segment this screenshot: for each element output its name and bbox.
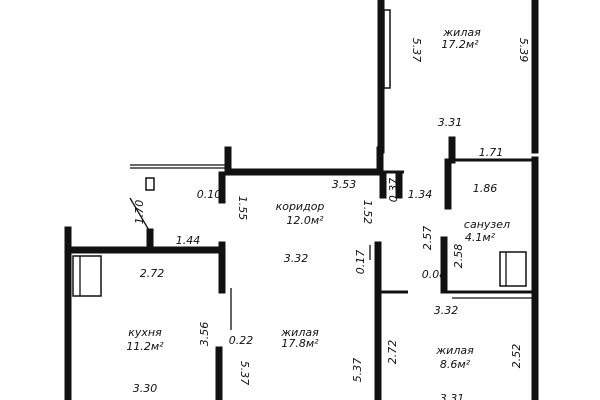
dimension-label: 0.08	[422, 268, 447, 281]
room-area-corridor: 12.0м²	[286, 214, 324, 227]
dimension-label: 2.57	[421, 226, 434, 251]
room-name-bathroom: санузел	[464, 218, 510, 231]
room-area-bathroom: 4.1м²	[465, 231, 496, 244]
dimension-label: 1.55	[236, 196, 249, 221]
dimension-label: 3.30	[133, 382, 158, 395]
room-name-living-right: жилая	[435, 344, 474, 357]
dimension-label: 3.32	[434, 304, 459, 317]
room-area-living-center: 17.8м²	[281, 337, 319, 350]
room-name-living-top: жилая	[442, 26, 481, 39]
dimension-label: 2.72	[386, 340, 399, 365]
room-labels: жилая 17.2м² коридор 12.0м² санузел 4.1м…	[126, 26, 510, 371]
dimension-label: 0.17	[354, 250, 367, 275]
room-name-kitchen: кухня	[128, 326, 162, 339]
room-area-living-top: 17.2м²	[441, 38, 479, 51]
walls	[64, 0, 539, 400]
dimension-label: 5.37	[238, 361, 251, 386]
dimension-label: 2.58	[452, 244, 465, 269]
bathroom-fixture	[499, 251, 527, 287]
dimension-label: 3.31	[440, 392, 465, 400]
dimension-label: 3.32	[284, 252, 309, 265]
door-post-corridor	[145, 177, 155, 191]
dimension-label: 5.37	[410, 38, 423, 63]
dimension-label: 3.56	[198, 322, 211, 347]
dimension-label: 0.37	[387, 178, 400, 203]
room-area-kitchen: 11.2м²	[126, 340, 164, 353]
dimension-labels: 5.37 5.39 3.31 1.71 1.86 3.53 0.37 1.34 …	[133, 38, 530, 400]
dimension-label: 0.22	[229, 334, 254, 347]
dimension-label: 3.31	[438, 116, 463, 129]
dimension-label: 0.10	[197, 188, 222, 201]
dimension-label: 5.39	[517, 38, 530, 63]
window-kitchen	[72, 255, 102, 297]
wall-corridor-top	[224, 146, 384, 176]
room-area-living-right: 8.6м²	[440, 358, 471, 371]
dimension-label: 2.52	[510, 344, 523, 369]
window-living-top	[383, 9, 391, 89]
room-name-living-center: жилая	[280, 326, 319, 339]
dimension-label: 2.72	[140, 267, 165, 280]
entry-door-leaf[interactable]	[129, 197, 151, 233]
dimension-label: 1.44	[176, 234, 201, 247]
dimension-label: 5.37	[351, 358, 364, 383]
room-name-corridor: коридор	[276, 200, 325, 213]
dimension-label: 1.71	[479, 146, 504, 159]
dimension-label: 3.53	[332, 178, 357, 191]
dimension-label: 1.34	[408, 188, 433, 201]
dimension-label: 1.86	[473, 182, 498, 195]
dimension-label: 1.70	[133, 200, 146, 225]
dimension-label: 1.52	[361, 200, 374, 225]
